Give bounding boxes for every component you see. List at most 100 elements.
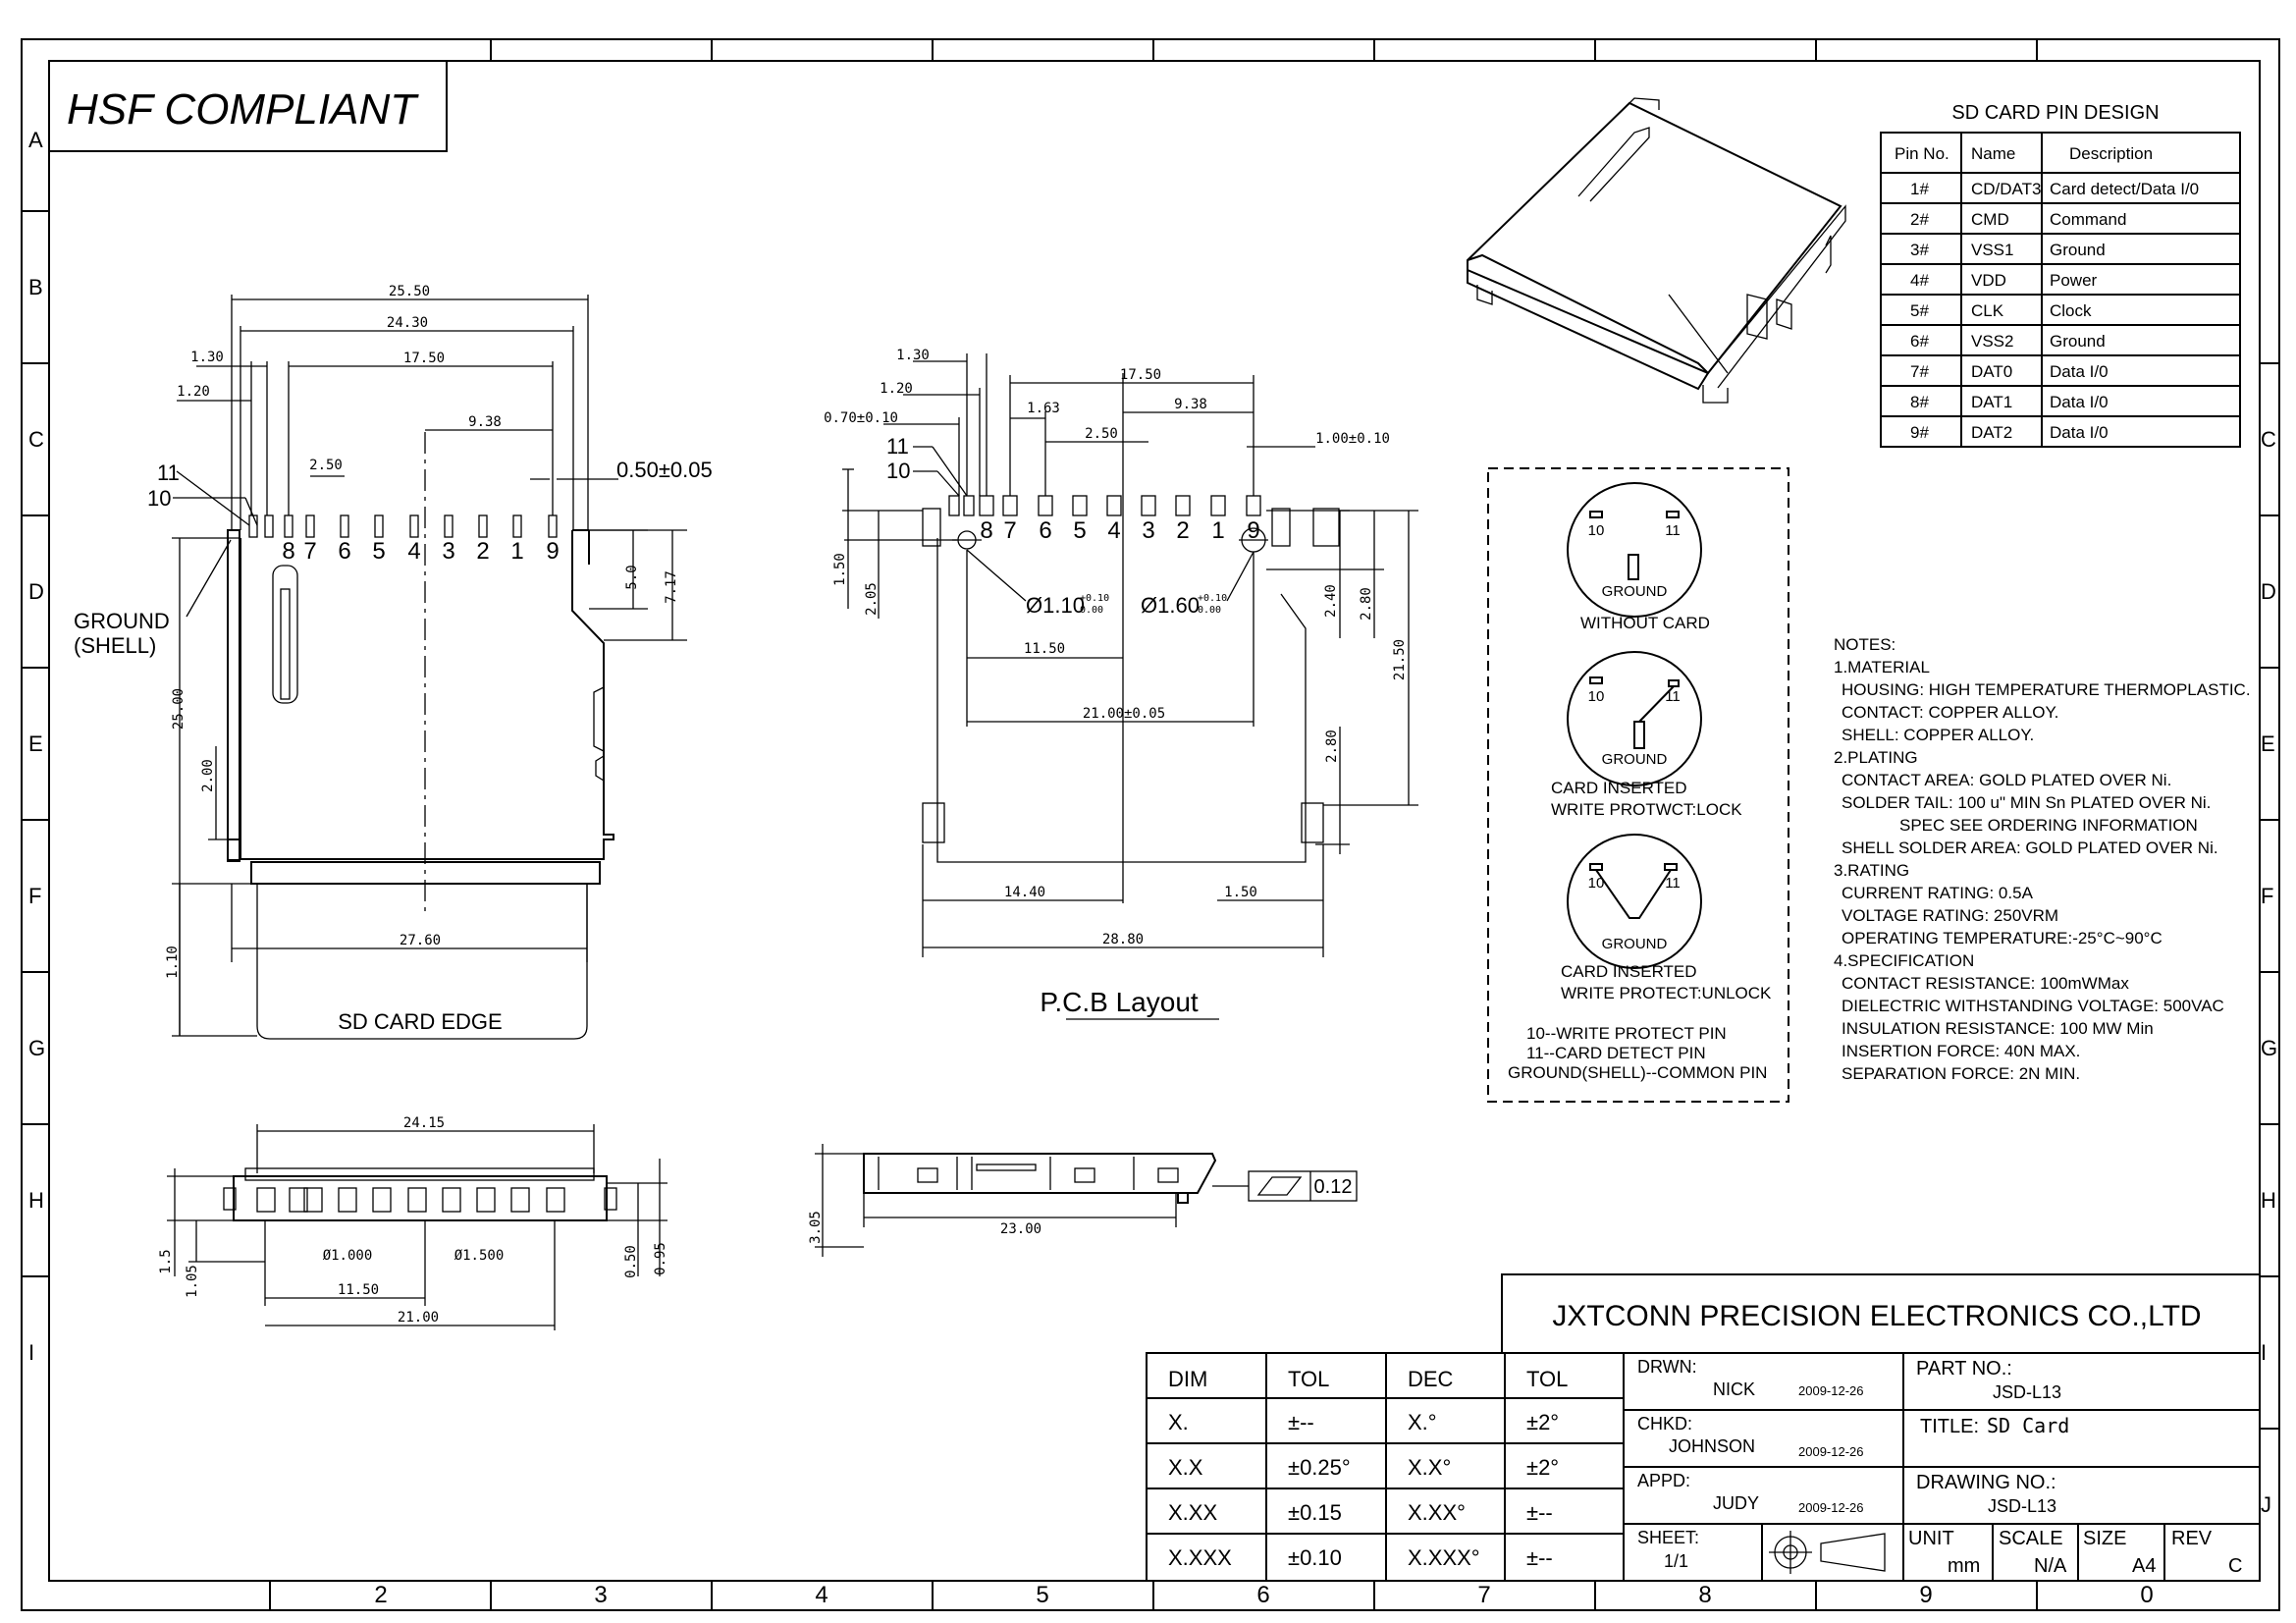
row-letter: J bbox=[2261, 1492, 2271, 1517]
scale-label: SCALE bbox=[1999, 1528, 2063, 1549]
pin-design-table: SD CARD PIN DESIGN Pin No. Name Descript… bbox=[1880, 102, 2241, 448]
pin-table-cell: VDD bbox=[1971, 271, 2006, 290]
dim-label: Ø1.500 bbox=[454, 1248, 505, 1264]
switch-state-label: WRITE PROTECT:UNLOCK bbox=[1561, 984, 1772, 1002]
note-line: CONTACT RESISTANCE: 100mWMax bbox=[1842, 974, 2129, 993]
tolerance-cell: ±2° bbox=[1526, 1455, 1559, 1480]
size-label: SIZE bbox=[2083, 1528, 2126, 1549]
callout-11: 11 bbox=[157, 460, 180, 485]
dim-label: Ø1.000 bbox=[323, 1248, 373, 1264]
switch-pin-b: 11 bbox=[1665, 688, 1681, 705]
switch-ground: GROUND bbox=[1602, 583, 1668, 600]
chkd-name: JOHNSON bbox=[1669, 1436, 1755, 1456]
tol-header: DIM bbox=[1168, 1367, 1207, 1391]
dim-label: 0.50 bbox=[623, 1245, 639, 1278]
drwn-label: DRWN: bbox=[1637, 1357, 1697, 1377]
note-line: 2.PLATING bbox=[1834, 748, 1918, 767]
hsf-compliant-badge: HSF COMPLIANT bbox=[48, 60, 448, 152]
sheet-label: SHEET: bbox=[1637, 1528, 1699, 1547]
pin-table-cell: Ground bbox=[2050, 241, 2106, 259]
hole-tol: 0.00 bbox=[1198, 605, 1221, 616]
row-letter: E bbox=[28, 731, 43, 756]
pin-table-cell: 5# bbox=[1910, 301, 1929, 320]
row-letter: G bbox=[28, 1036, 45, 1060]
column-number: 9 bbox=[1919, 1582, 1932, 1608]
dim-label: 28.80 bbox=[1102, 932, 1144, 947]
pin-number: 2 bbox=[1176, 517, 1189, 544]
pin-table-cell: Power bbox=[2050, 271, 2098, 290]
pin-table-header: Description bbox=[2069, 144, 2153, 163]
chkd-date: 2009-12-26 bbox=[1798, 1444, 1864, 1459]
dim-label: 24.15 bbox=[403, 1115, 445, 1131]
tolerance-cell: ±0.25° bbox=[1288, 1455, 1351, 1480]
pin-table-cell: 9# bbox=[1910, 423, 1929, 442]
dim-label: 2.80 bbox=[1324, 730, 1340, 763]
switch-state-label: CARD INSERTED bbox=[1561, 962, 1697, 981]
dim-label: 2.50 bbox=[309, 458, 343, 473]
appd-name: JUDY bbox=[1713, 1493, 1759, 1513]
hsf-compliant-label: HSF COMPLIANT bbox=[67, 85, 419, 134]
tolerance-cell: ±-- bbox=[1526, 1500, 1553, 1525]
row-letter: H bbox=[2261, 1188, 2276, 1213]
row-letters-right: C D E F G H I J bbox=[2261, 427, 2277, 1517]
hole-tol: 0.00 bbox=[1080, 605, 1103, 616]
tol-header: TOL bbox=[1526, 1367, 1568, 1391]
pin-table-cell: 6# bbox=[1910, 332, 1929, 351]
dim-label: 1.10 bbox=[165, 946, 181, 979]
switch-state-circle bbox=[1567, 834, 1702, 969]
rev-value: C bbox=[2228, 1555, 2242, 1577]
pin-table-cell: DAT0 bbox=[1971, 362, 2012, 381]
dim-label: 21.00 bbox=[398, 1310, 439, 1325]
sheet-value: 1/1 bbox=[1664, 1551, 1688, 1571]
tolerance-cell: ±-- bbox=[1288, 1410, 1314, 1434]
switch-state-label: WITHOUT CARD bbox=[1580, 614, 1710, 632]
sd-card-edge-label: SD CARD EDGE bbox=[338, 1009, 502, 1034]
tol-header: DEC bbox=[1408, 1367, 1454, 1391]
column-number: 4 bbox=[815, 1582, 828, 1608]
dim-label: 1.20 bbox=[177, 384, 210, 400]
note-line: CURRENT RATING: 0.5A bbox=[1842, 884, 2034, 902]
row-letter: C bbox=[2261, 427, 2276, 452]
pin-number: 5 bbox=[1073, 517, 1086, 544]
tolerance-cell: X.X° bbox=[1408, 1455, 1451, 1480]
dim-label: 2.50 bbox=[1085, 426, 1118, 442]
switch-legend: 11--CARD DETECT PIN bbox=[1526, 1044, 1706, 1062]
pin-number: 1 bbox=[510, 538, 523, 565]
unit-label: UNIT bbox=[1908, 1528, 1954, 1549]
switch-pin-a: 10 bbox=[1588, 875, 1605, 892]
switch-state-circle bbox=[1567, 651, 1702, 786]
dim-label: 1.05 bbox=[185, 1265, 200, 1298]
dim-label: 1.50 bbox=[832, 553, 848, 586]
row-letter: I bbox=[28, 1340, 34, 1365]
dim-label: 23.00 bbox=[1000, 1221, 1041, 1237]
column-number: 2 bbox=[374, 1582, 387, 1608]
pin-number: 8 bbox=[282, 538, 294, 565]
dim-label: 9.38 bbox=[1174, 397, 1207, 412]
pin-table-cell: 8# bbox=[1910, 393, 1929, 411]
company-name: JXTCONN PRECISION ELECTRONICS CO.,LTD bbox=[1552, 1300, 2201, 1332]
tolerance-cell: X.° bbox=[1408, 1410, 1437, 1434]
pin-table-cell: Card detect/Data I/0 bbox=[2050, 180, 2199, 198]
unit-value: mm bbox=[1948, 1555, 1980, 1577]
switch-ground: GROUND bbox=[1602, 936, 1668, 952]
note-line: SHELL: COPPER ALLOY. bbox=[1842, 726, 2034, 744]
chkd-label: CHKD: bbox=[1637, 1414, 1692, 1434]
row-letter: G bbox=[2261, 1036, 2277, 1060]
pin-table-cell: Command bbox=[2050, 210, 2126, 229]
row-letter: H bbox=[28, 1188, 44, 1213]
note-line: CONTACT AREA: GOLD PLATED OVER Ni. bbox=[1842, 771, 2171, 789]
row-letter: C bbox=[28, 427, 44, 452]
switch-state-circle bbox=[1567, 482, 1702, 618]
dim-label: 17.50 bbox=[1120, 367, 1161, 383]
dim-label: 27.60 bbox=[400, 933, 441, 948]
pin-table-cell: Clock bbox=[2050, 301, 2092, 320]
pin-number: 1 bbox=[1211, 517, 1224, 544]
side-view: 3.05 23.00 0.12 bbox=[808, 1144, 1358, 1257]
pin-number: 7 bbox=[1003, 517, 1016, 544]
pin-table-cell: Data I/0 bbox=[2050, 393, 2109, 411]
dim-label: 7.17 bbox=[664, 570, 679, 604]
note-line: SHELL SOLDER AREA: GOLD PLATED OVER Ni. bbox=[1842, 839, 2218, 857]
